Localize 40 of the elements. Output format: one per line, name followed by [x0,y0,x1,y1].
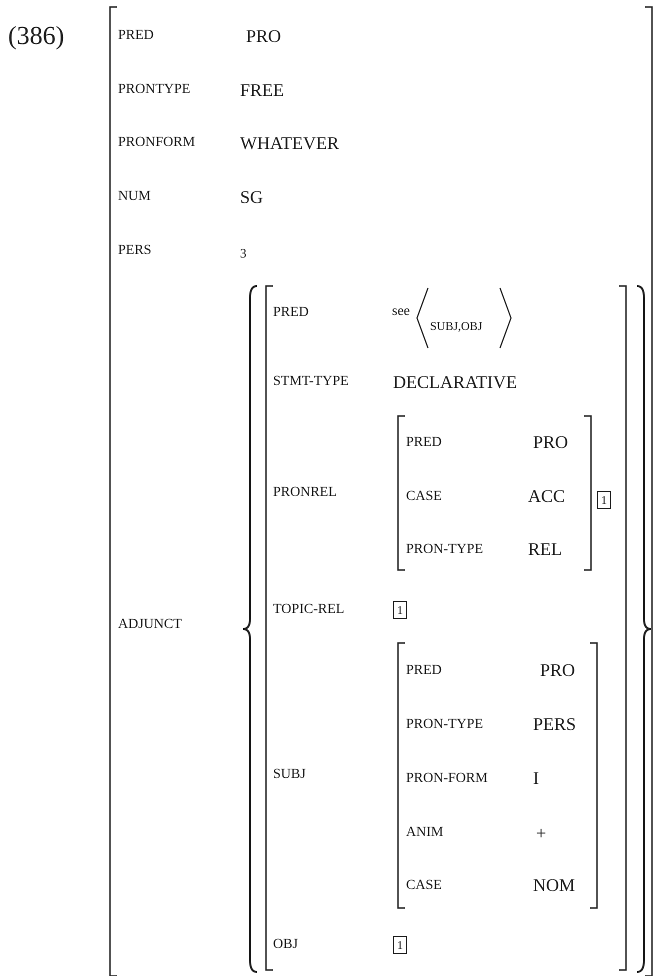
attribute-value: SG [240,188,264,206]
attribute-value: REL [528,540,562,558]
attribute-value: PRO [533,433,568,451]
attribute-name: PRED [118,29,154,43]
attribute-value: I [533,769,539,787]
attribute-name: NUM [118,190,151,204]
attribute-name: TOPIC-REL [273,603,344,617]
attribute-name: PRON-FORM [406,772,488,786]
attribute-name: PRON-TYPE [406,718,484,732]
attribute-value: NOM [533,876,576,894]
attribute-name: CASE [406,490,442,504]
attribute-value: + [536,824,546,842]
attribute-name: PRED [406,664,442,678]
attribute-name: CASE [406,879,442,893]
attribute-name: SUBJ [273,768,306,782]
attribute-name: ANIM [406,826,444,840]
attribute-name: PERS [118,244,152,258]
attribute-value: PERS [533,715,576,733]
attribute-value: 3 [240,246,246,260]
attribute-name: PRED [273,306,309,320]
attribute-value: FREE [240,81,284,99]
attribute-name: PRED [406,436,442,450]
index-tag: 1 [393,936,407,954]
attribute-value: see [392,305,410,319]
attribute-name: ADJUNCT [118,618,182,632]
attribute-name: PRONREL [273,486,337,500]
index-tag: 1 [597,491,611,509]
attribute-name: PRONTYPE [118,83,190,97]
attribute-value: ACC [528,487,566,505]
example-number: (386) [8,23,64,49]
attribute-value: WHATEVER [240,134,339,152]
attribute-name: STMT-TYPE [273,375,349,389]
attribute-name: PRONFORM [118,136,196,150]
attribute-value: PRO [540,661,576,679]
attribute-name: SUBJ,OBJ [430,320,482,332]
attribute-value: PRO [246,27,282,45]
attribute-value: DECLARATIVE [393,373,517,391]
attribute-name: OBJ [273,938,298,952]
attribute-name: PRON-TYPE [406,543,484,557]
index-tag: 1 [393,601,407,619]
